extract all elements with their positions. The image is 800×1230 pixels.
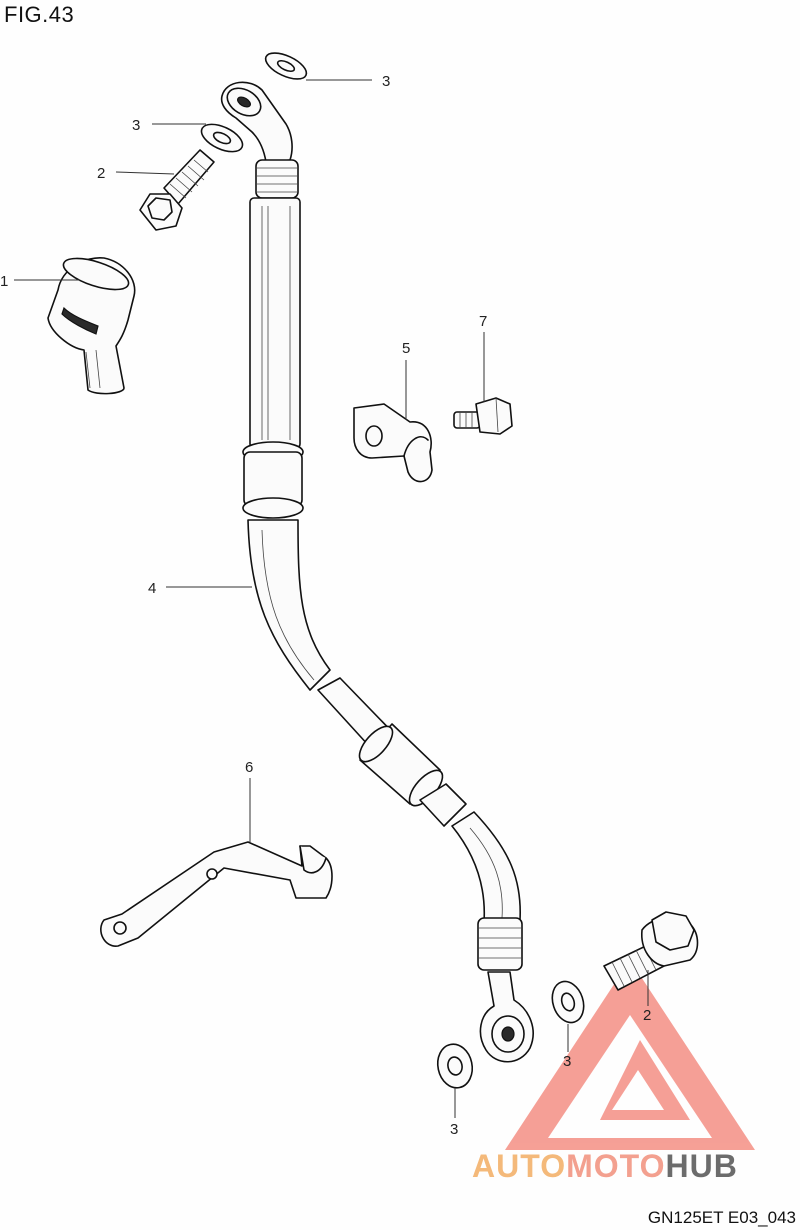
figure-code: GN125ET E03_043 bbox=[647, 1208, 796, 1227]
callout-washer-top-a: 3 bbox=[382, 73, 390, 90]
callout-labels: 3 3 2 1 7 5 4 6 2 3 3 bbox=[0, 73, 651, 1138]
callout-washer-bottom-a: 3 bbox=[563, 1053, 571, 1070]
part-5-hose-clamp bbox=[353, 403, 433, 483]
callout-bracket: 6 bbox=[245, 759, 253, 776]
part-2-banjo-bolt-bottom bbox=[603, 911, 699, 991]
callout-hose-boot: 1 bbox=[0, 273, 8, 290]
part-3-washer-top-b bbox=[200, 123, 244, 153]
callout-banjo-bolt-top: 2 bbox=[97, 165, 105, 182]
watermark-text-hub: HUB bbox=[665, 1148, 738, 1184]
callout-washer-top-b: 3 bbox=[132, 117, 140, 134]
part-2-banjo-bolt-top bbox=[139, 149, 215, 231]
part-4-brake-hose bbox=[220, 81, 534, 1063]
callout-brake-hose: 4 bbox=[148, 580, 156, 597]
watermark-text: AUTOMOTOHUB bbox=[472, 1148, 738, 1185]
callout-hose-clamp: 5 bbox=[402, 340, 410, 357]
part-3-washer-top-a bbox=[264, 52, 308, 80]
figure-title: FIG.43 bbox=[4, 2, 75, 27]
watermark-text-auto: AUTO bbox=[472, 1148, 567, 1184]
callout-washer-bottom-b: 3 bbox=[450, 1121, 458, 1138]
leader-lines bbox=[14, 79, 649, 1118]
callout-bolt: 7 bbox=[479, 313, 487, 330]
part-7-bolt bbox=[453, 397, 513, 435]
part-1-hose-boot bbox=[47, 257, 136, 395]
part-3-washer-bottom-b bbox=[436, 1043, 474, 1089]
watermark-logo-triangle bbox=[505, 960, 755, 1150]
part-3-washer-bottom-a bbox=[551, 980, 585, 1024]
part-6-bracket bbox=[100, 841, 333, 947]
callout-banjo-bolt-bottom: 2 bbox=[643, 1007, 651, 1024]
watermark-text-moto: MOTO bbox=[566, 1148, 666, 1184]
